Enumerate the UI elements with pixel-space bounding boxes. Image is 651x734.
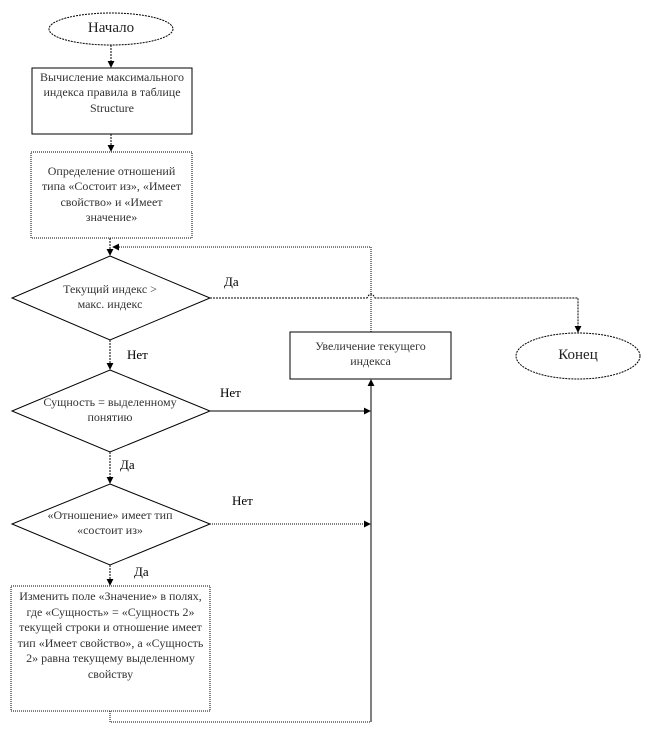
compute-max-label: Вычисление максимального индекса правила… xyxy=(40,70,184,115)
increment-box xyxy=(289,331,452,380)
increment-label: Увеличение текущего индекса xyxy=(315,339,426,369)
modify-value-label: Изменить поле «Значение» в полях, где «С… xyxy=(17,589,204,681)
end-label: Конец xyxy=(558,347,598,363)
edge-label-entity-no: Нет xyxy=(220,385,241,400)
start-label: Начало xyxy=(87,20,135,36)
compute-max-box xyxy=(31,67,193,135)
modify-value-box xyxy=(10,585,211,712)
edge-index-yes-to-end xyxy=(210,293,582,333)
check-index-label: Текущий индекс > макс. индекс xyxy=(63,282,157,312)
end-terminator xyxy=(515,332,641,380)
check-entity-label: Сущность = выделенному понятию xyxy=(43,395,177,425)
check-relation-label: «Отношение» имеет тип «состоит из» xyxy=(47,508,173,538)
edge-label-relation-no: Нет xyxy=(232,493,253,508)
define-relations-label: Определение отношений типа «Состоит из»,… xyxy=(41,164,182,225)
edge-label-index-yes: Да xyxy=(224,274,239,289)
edge-label-index-no: Нет xyxy=(127,347,148,362)
define-relations-box xyxy=(30,151,193,239)
edge-label-relation-yes: Да xyxy=(134,564,149,579)
edge-increment-loop-back xyxy=(112,243,372,332)
edge-label-entity-yes: Да xyxy=(120,457,135,472)
